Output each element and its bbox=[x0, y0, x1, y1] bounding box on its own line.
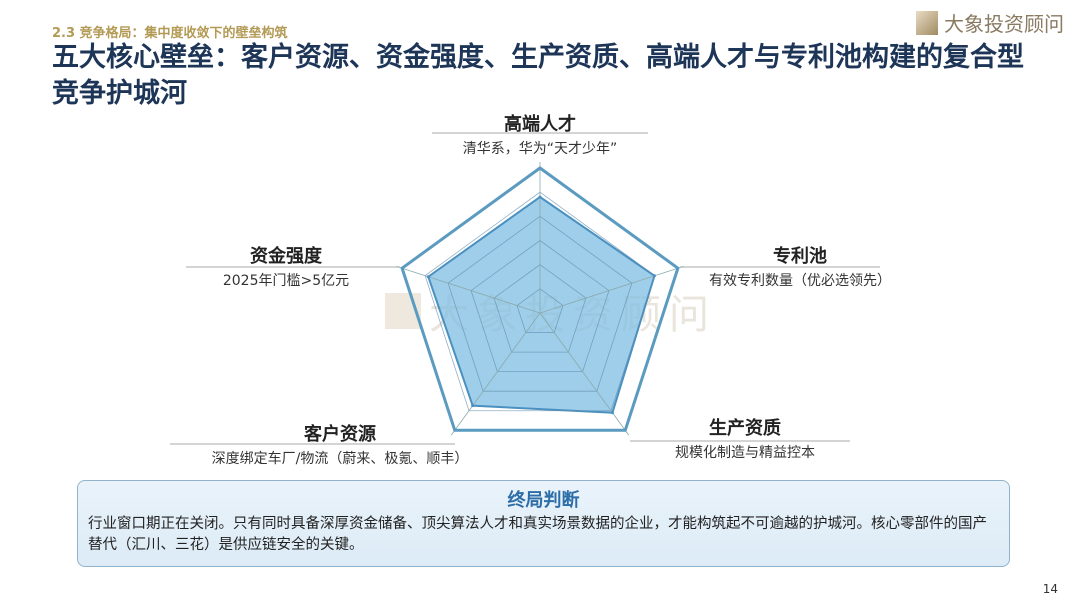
data-point-3 bbox=[471, 404, 475, 408]
conclusion-box: 终局判断 行业窗口期正在关闭。只有同时具备深厚资金储备、顶尖算法人才和真实场景数… bbox=[77, 480, 1010, 567]
logo: 大象投资顾问 bbox=[916, 8, 1064, 37]
data-polygon bbox=[427, 195, 656, 414]
axis-spoke-4 bbox=[396, 265, 541, 314]
axis-label-3: 客户资源深度绑定车厂/物流（蔚来、极氪、顺丰） bbox=[211, 424, 469, 467]
outer-frame bbox=[400, 166, 680, 432]
section-label: 2.3 竞争格局：集中度收敛下的壁垒构筑 bbox=[52, 26, 288, 41]
logo-text: 大象投资顾问 bbox=[944, 12, 1064, 36]
page-title: 五大核心壁垒：客户资源、资金强度、生产资质、高端人才与专利池构建的复合型竞争护城… bbox=[52, 42, 1024, 109]
axis-label-0: 高端人才清华系，华为“天才少年” bbox=[462, 114, 618, 157]
grid-ring-4 bbox=[447, 215, 633, 392]
data-point-4 bbox=[426, 275, 430, 279]
logo-mark-icon bbox=[916, 10, 938, 35]
axis-spoke-3 bbox=[450, 312, 541, 436]
axis-label-2: 生产资质规模化制造与精益控本 bbox=[675, 418, 815, 461]
grid-ring-3 bbox=[470, 240, 610, 373]
axis-spoke-1 bbox=[539, 265, 684, 314]
conclusion-title: 终局判断 bbox=[507, 490, 580, 511]
grid-ring-2 bbox=[493, 264, 587, 353]
page-number: 14 bbox=[1042, 582, 1058, 596]
grid-ring-5 bbox=[424, 191, 656, 412]
data-point-1 bbox=[652, 274, 656, 278]
grid-ring-1 bbox=[516, 288, 564, 333]
axis-label-1: 专利池有效专利数量（优必选领先） bbox=[709, 246, 891, 289]
data-point-0 bbox=[538, 195, 542, 199]
conclusion-body: 行业窗口期正在关闭。只有同时具备深厚资金储备、顶尖算法人才和真实场景数据的企业，… bbox=[88, 516, 987, 553]
axis-spoke-2 bbox=[539, 312, 630, 436]
data-point-2 bbox=[610, 411, 614, 415]
